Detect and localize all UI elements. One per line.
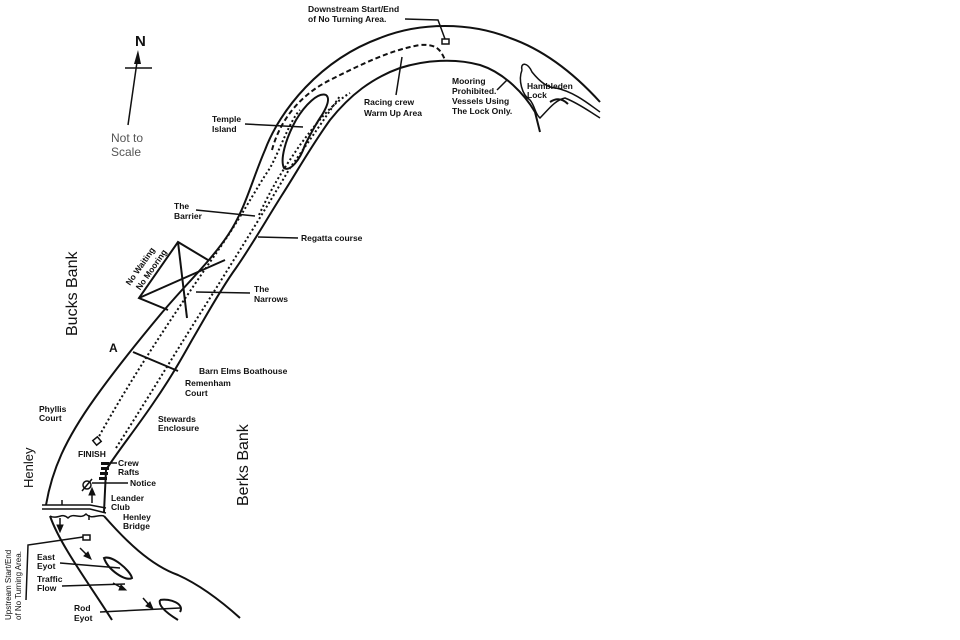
upstream-label-2: of No Turning Area. (14, 551, 23, 620)
rod-eyot-leader (99, 607, 181, 613)
regatta-leader (257, 236, 299, 239)
north-label: N (135, 33, 146, 50)
finish-label: FINISH (78, 449, 106, 459)
river-east-bank-lower (103, 515, 241, 619)
no-waiting-zone (137, 240, 226, 319)
mooring-leader (496, 79, 508, 91)
east-eyot (102, 556, 134, 580)
north-arrow-icon (125, 50, 152, 126)
phyllis-label-1: Phyllis (39, 404, 67, 414)
narrows-label-1: The (254, 284, 269, 294)
bridge-label-1: Henley (123, 512, 151, 522)
temple-label-2: Island (212, 124, 237, 134)
scale-note-1: Not to (111, 131, 143, 145)
mooring-label-3: Vessels Using (452, 96, 509, 106)
remenham-label-2: Court (185, 388, 208, 398)
temple-leader (244, 123, 304, 128)
downstream-marker (441, 38, 450, 45)
lock-gate (549, 98, 569, 105)
phyllis-label-2: Court (39, 413, 62, 423)
river-west-bank (45, 25, 601, 506)
crew-rafts-label-1: Crew (118, 458, 139, 468)
hambleden-label-1: Hambleden (527, 81, 573, 91)
upstream-leader (25, 536, 84, 601)
barn-elms-label: Barn Elms Boathouse (199, 366, 288, 376)
narrows-label-2: Narrows (254, 294, 288, 304)
henley-bridge (42, 500, 107, 520)
downstream-label-1: Downstream Start/End (308, 4, 399, 14)
berks-bank-label: Berks Bank (235, 423, 252, 506)
mooring-label-1: Mooring (452, 76, 486, 86)
east-eyot-label-2: Eyot (37, 561, 56, 571)
river-east-bank (103, 59, 541, 513)
river-west-bank-lower (49, 515, 113, 621)
upstream-marker (82, 534, 91, 541)
crew-rafts-label-2: Rafts (118, 467, 140, 477)
temple-label-1: Temple (212, 114, 241, 124)
bucks-bank-label: Bucks Bank (64, 251, 81, 336)
east-eyot-leader (59, 562, 121, 569)
temple-island (281, 93, 330, 170)
narrows-leader (195, 291, 251, 294)
remenham-label-1: Remenham (185, 378, 231, 388)
warmup-label-2: Warm Up Area (364, 108, 422, 118)
rod-eyot-label-2: Eyot (74, 613, 93, 623)
stewards-label-2: Enclosure (158, 423, 199, 433)
mooring-label-2: Prohibited. (452, 86, 496, 96)
regatta-course-label: Regatta course (301, 233, 363, 243)
point-a-label: A (109, 341, 118, 355)
warmup-label-1: Racing crew (364, 97, 414, 107)
crew-rafts-icon (99, 462, 109, 480)
warmup-leader (395, 56, 403, 96)
hambleden-lock-outline (519, 63, 601, 120)
bridge-label-2: Bridge (123, 521, 150, 531)
notice-icon (81, 478, 93, 492)
hambleden-label-2: Lock (527, 90, 547, 100)
scale-note-2: Scale (111, 145, 141, 159)
traffic-label-1: Traffic (37, 574, 63, 584)
leander-label-2: Club (111, 502, 130, 512)
regatta-course-line-mid (258, 92, 351, 216)
traffic-label-2: Flow (37, 583, 57, 593)
rod-eyot (158, 598, 182, 621)
barrier-label-2: Barrier (174, 211, 203, 221)
finish-marker (91, 435, 103, 447)
downstream-leader (404, 18, 446, 40)
upstream-label-1: Upstream Start/End (4, 550, 13, 620)
barrier-leader (195, 209, 256, 217)
notice-label: Notice (130, 478, 156, 488)
downstream-label-2: of No Turning Area. (308, 14, 386, 24)
regatta-course-line-west (96, 109, 301, 441)
rod-eyot-label-1: Rod (74, 603, 91, 613)
mooring-label-4: The Lock Only. (452, 106, 512, 116)
leander-label-1: Leander (111, 493, 145, 503)
traffic-leader (61, 583, 126, 587)
warm-up-area-line (271, 43, 446, 151)
barrier-label-1: The (174, 201, 189, 211)
stewards-label-1: Stewards (158, 414, 196, 424)
barn-elms-line (132, 351, 179, 372)
regatta-course-line-east (115, 95, 341, 449)
henley-label: Henley (21, 447, 36, 488)
east-eyot-label-1: East (37, 552, 55, 562)
